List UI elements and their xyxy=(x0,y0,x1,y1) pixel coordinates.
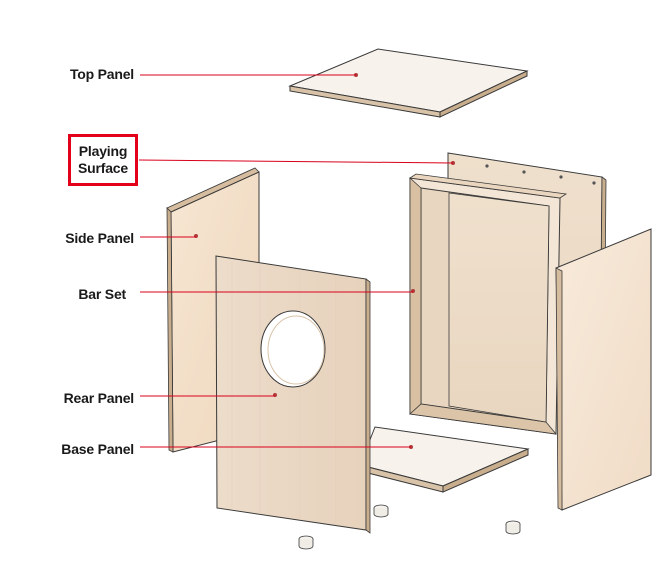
top-panel-part xyxy=(288,48,529,118)
label-top-panel: Top Panel xyxy=(69,66,134,82)
foot-part xyxy=(505,520,521,535)
base-panel-part xyxy=(359,426,530,493)
label-bar-set: Bar Set xyxy=(78,286,126,302)
rear-panel-part xyxy=(215,255,371,534)
right-side-panel-part xyxy=(555,228,652,511)
label-playing-line2: Surface xyxy=(78,160,128,176)
label-base-panel: Base Panel xyxy=(61,441,134,457)
leader-playing-surface xyxy=(138,159,454,164)
label-playing-surface: Playing Surface xyxy=(68,134,138,186)
leader-lines xyxy=(138,74,454,448)
label-side-panel: Side Panel xyxy=(65,230,134,246)
label-rear-panel: Rear Panel xyxy=(63,390,135,406)
label-playing-line1: Playing xyxy=(78,143,128,159)
bar-set-part xyxy=(408,173,568,435)
foot-part xyxy=(373,504,389,518)
sound-hole xyxy=(260,310,326,388)
foot-part xyxy=(298,535,314,550)
